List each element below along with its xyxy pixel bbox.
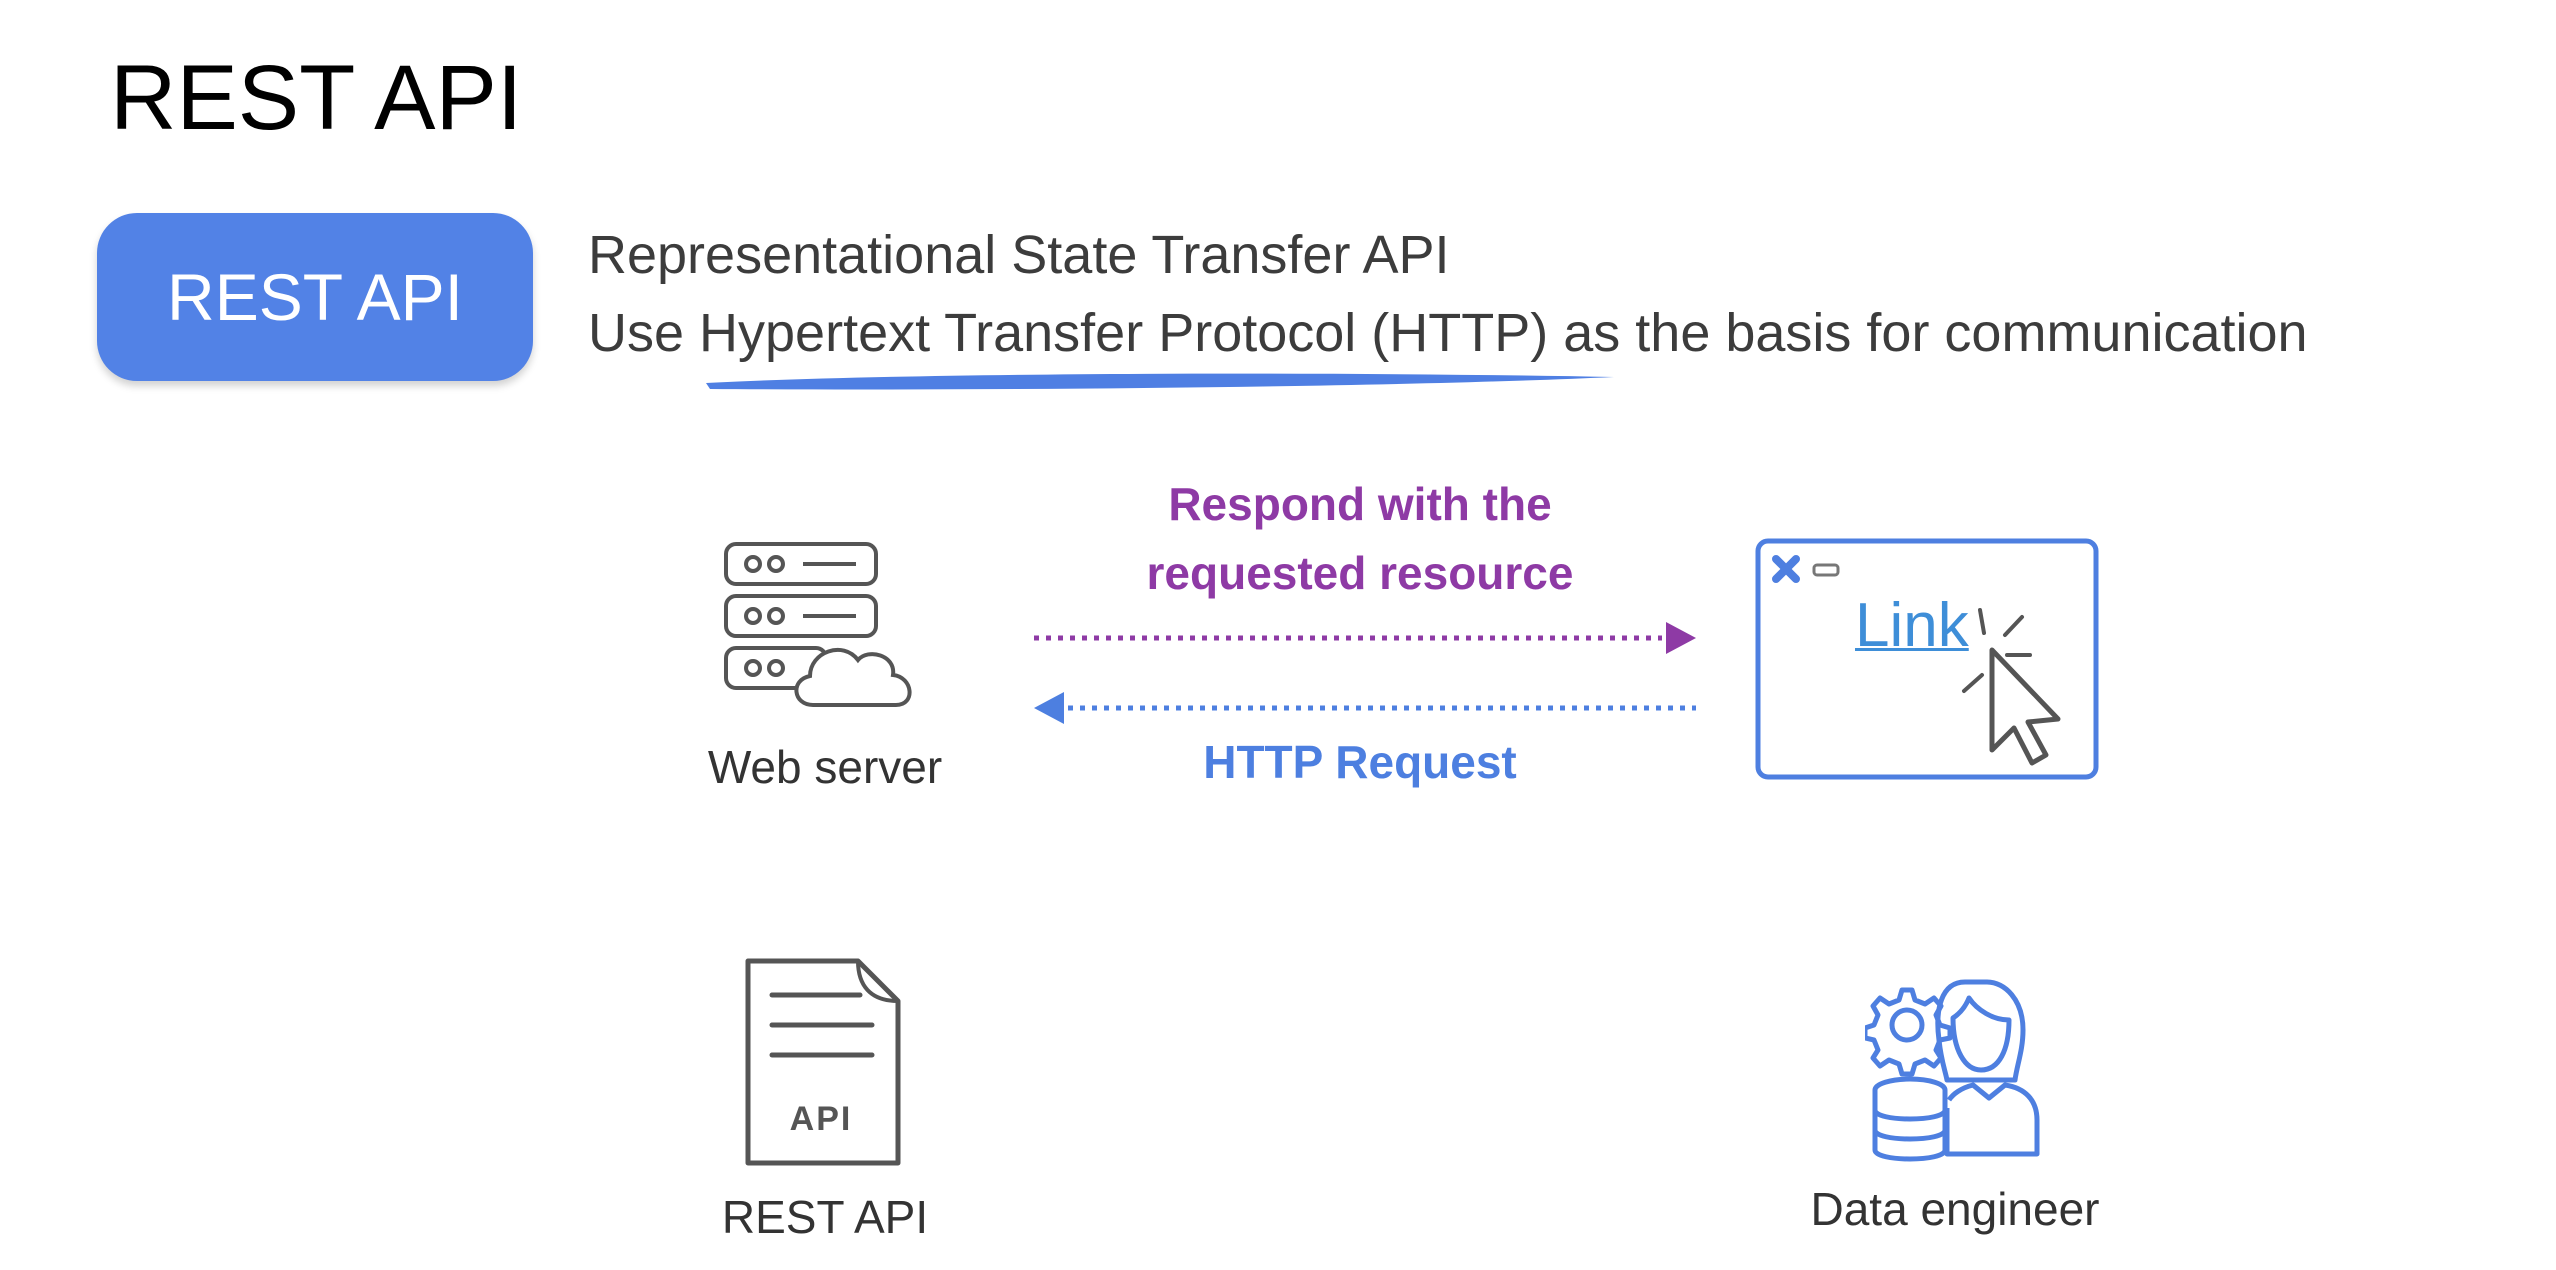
response-arrow <box>1034 622 1696 654</box>
response-label-line-2: requested resource <box>1146 547 1574 599</box>
browser-link-text: Link <box>1855 591 1969 660</box>
request-arrow <box>1034 692 1696 724</box>
rest-api-label: REST API <box>721 1191 929 1243</box>
request-label: HTTP Request <box>1203 736 1517 788</box>
data-engineer-label: Data engineer <box>1810 1183 2100 1235</box>
response-label-line-1: Respond with the <box>1168 478 1552 530</box>
api-document-icon <box>745 958 901 1166</box>
web-server-icon <box>724 542 912 707</box>
web-server-label: Web server <box>707 741 943 793</box>
browser-window-icon <box>1755 538 2099 780</box>
description-line-2: Use Hypertext Transfer Protocol (HTTP) a… <box>588 303 2308 363</box>
description-line-1: Representational State Transfer API <box>588 225 1450 285</box>
slide-title: REST API <box>110 47 523 149</box>
api-document-text: API <box>789 1100 853 1138</box>
response-label: Respond with the requested resource <box>1100 470 1620 608</box>
data-engineer-icon <box>1865 979 2040 1162</box>
rest-api-badge-label: REST API <box>167 260 463 334</box>
highlight-underline <box>706 373 1614 390</box>
rest-api-badge: REST API <box>97 213 533 381</box>
